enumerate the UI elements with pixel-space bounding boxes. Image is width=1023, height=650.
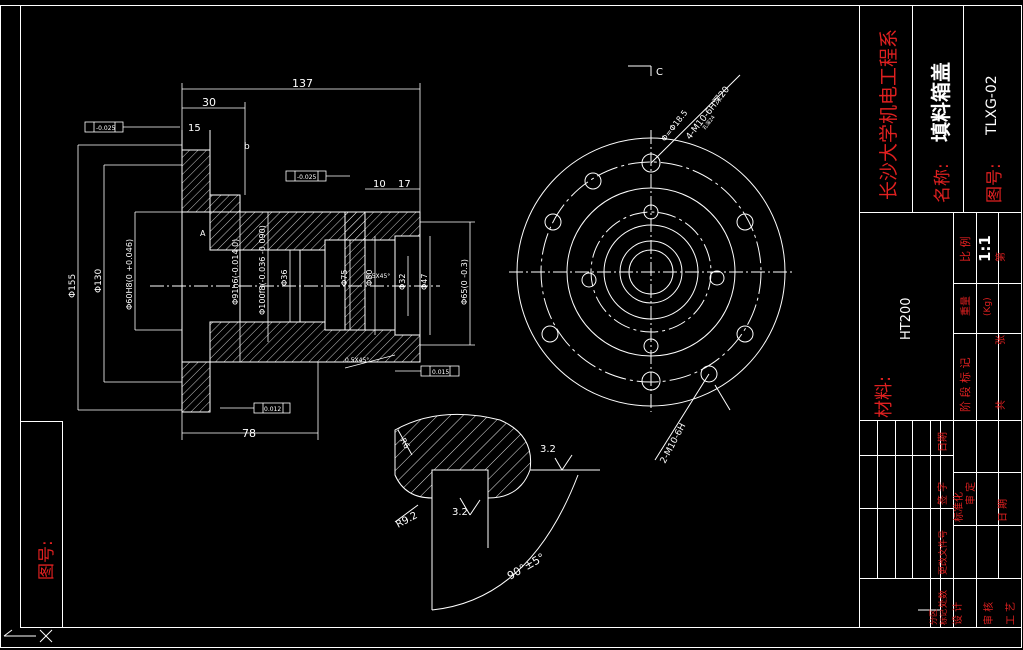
dim-d100: Φ100f8(-0.036 -0.090) — [258, 225, 267, 315]
rev-zone: 分区 — [929, 609, 938, 625]
material-value: HT200 — [899, 297, 914, 340]
sheets-total-label: 共 — [995, 400, 1007, 410]
roughness-1: 3.2 — [540, 444, 556, 455]
dim-d36: Φ36 — [280, 270, 289, 286]
rev-craft: 工 艺 — [1005, 602, 1017, 625]
hole-spec-1: 4-M10-6H深20 — [684, 84, 732, 142]
chamfer-1: 0.5X45° — [345, 357, 369, 364]
name-label: 名称: — [933, 163, 953, 203]
scale-label: 比 例 — [958, 237, 972, 263]
datum-c: C — [656, 67, 663, 78]
dim-d155: Φ155 — [68, 274, 78, 298]
drawing-no-label: 图号: — [985, 163, 1005, 203]
dim-137: 137 — [292, 77, 313, 90]
school-name: 长沙大学机电工程系 — [878, 29, 900, 200]
radius-r9: R9.2 — [394, 510, 419, 530]
rev-design: 设 计 — [951, 602, 964, 625]
left-drawing-no-label: 图号: — [37, 540, 57, 580]
tolerance-frames — [84, 121, 460, 414]
rev-date-1: 日期 — [937, 432, 949, 452]
stage-label: 阶 段 标 记 — [958, 358, 972, 413]
dim-10: 10 — [373, 179, 386, 190]
sheets-label: 张 — [995, 335, 1007, 345]
datum-b: b — [244, 142, 250, 152]
end-view-labels: C 4-M10-6H深20 孔深24 Φ=Φ18.5 2-M10-6H — [656, 67, 732, 465]
dim-d75: Φ75 — [340, 270, 349, 286]
tol-frame-3: 0.015 — [432, 369, 449, 376]
material-label: 材料: — [874, 376, 895, 418]
dim-d32: Φ32 — [398, 274, 407, 290]
left-title-block: 图号: — [20, 421, 63, 628]
rev-count: 处数 — [937, 590, 949, 608]
tol-frame-4: 0.012 — [264, 406, 281, 413]
dim-15: 15 — [188, 123, 201, 134]
scale-value: 1:1 — [976, 235, 994, 262]
rev-check: 审 核 — [982, 602, 995, 625]
hole-spec-2: 2-M10-6H — [659, 422, 688, 465]
rev-sign: 签 字 — [936, 482, 949, 505]
pcd-label: Φ=Φ18.5 — [659, 108, 689, 143]
chamfer-2: 0.5X45° — [366, 273, 390, 280]
detail-view — [394, 413, 600, 611]
dim-d65: Φ65(0 -0.3) — [460, 259, 469, 305]
dim-78: 78 — [242, 427, 256, 440]
dim-d47: Φ47 — [420, 274, 429, 290]
section-labels: 137 30 15 10 17 78 -0.025 -0.025 0.015 0… — [68, 77, 469, 440]
weight-label: 重量 — [959, 296, 972, 316]
weight-unit: (Kg) — [983, 297, 993, 316]
dim-17: 17 — [398, 179, 411, 190]
drawing-border — [0, 5, 1022, 648]
dim-d80: Φ80 — [365, 270, 374, 286]
sheet-no-label: 第 — [994, 252, 1007, 262]
drawing-no: TLXG-02 — [984, 75, 1000, 136]
title-block-text: 长沙大学机电工程系 名称: 填料箱盖 图号: TLXG-02 材料: HT200… — [874, 29, 1017, 625]
part-name: 填料箱盖 — [929, 62, 953, 142]
rev-file-no: 更改文件号 — [937, 530, 949, 575]
title-block-lines — [859, 5, 1022, 628]
rev-date-2: 日 期 — [997, 499, 1009, 522]
dim-d130: Φ130 — [94, 268, 104, 293]
tol-frame-1: -0.025 — [96, 125, 116, 132]
ucs-marker — [3, 629, 53, 643]
section-dimensions — [77, 83, 475, 440]
end-view — [509, 65, 795, 461]
tol-frame-2: -0.025 — [297, 174, 317, 181]
roughness-2: 3.2 — [452, 507, 468, 518]
datum-a: A — [200, 229, 206, 238]
dim-d60: Φ60H8(0 +0.046) — [125, 239, 134, 310]
rev-approve: 审 定 — [964, 482, 977, 505]
angle-label: 90°±5° — [505, 551, 547, 583]
rev-mark: 标记 — [938, 609, 948, 625]
dim-d91: Φ91h6(-0.014 0) — [231, 239, 240, 305]
rev-standard: 标准化 — [952, 492, 965, 522]
dim-30: 30 — [202, 96, 216, 109]
